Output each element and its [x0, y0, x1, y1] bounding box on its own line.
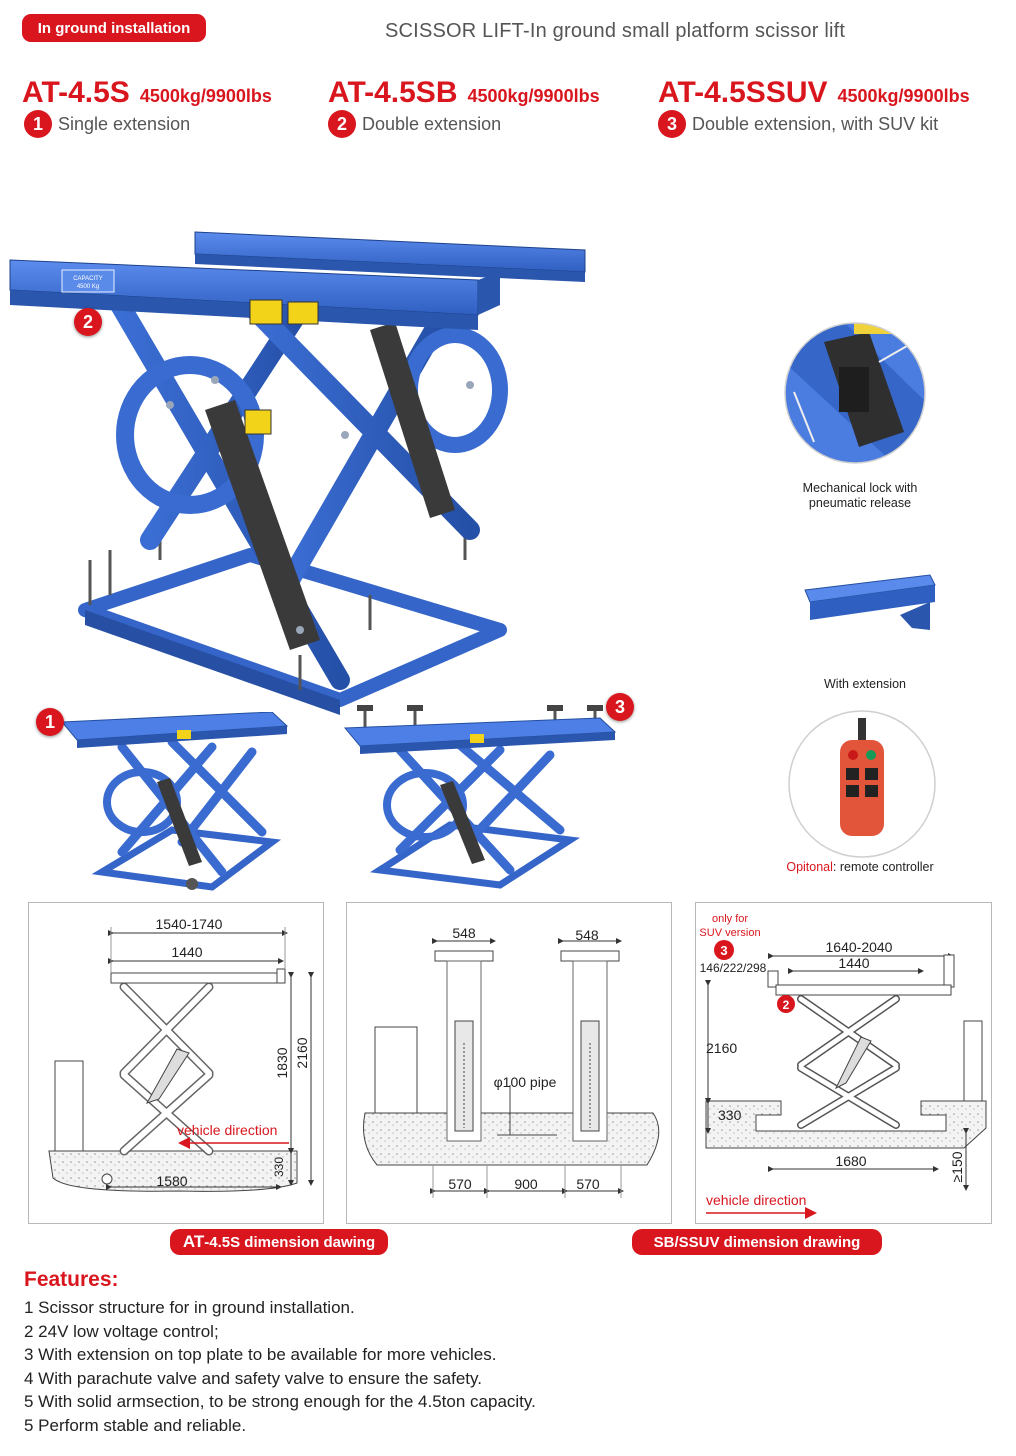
installation-badge: In ground installation	[22, 14, 206, 42]
dim-pit-330: 330	[272, 1157, 286, 1177]
marker-2-main: 2	[74, 308, 102, 336]
remote-caption: Opitonal: remote controller	[786, 860, 934, 874]
marker-badge: 1	[24, 110, 52, 138]
dim-adapter-heights: 146/222/298	[700, 961, 767, 975]
warning-label-icon	[244, 409, 272, 435]
warning-label-icon	[287, 301, 319, 325]
model-description: Single extension	[58, 113, 191, 134]
marker-badge: 3	[658, 110, 686, 138]
vehicle-direction-label: vehicle direction	[177, 1122, 277, 1138]
features-list: 1 Scissor structure for in ground instal…	[24, 1296, 536, 1438]
drawing-s-side-view: 1540-1740 1440 1830 2160 330 1580 vehicl…	[28, 902, 324, 1224]
marker-3-drawing: 3	[720, 943, 727, 958]
capacity-plate-label: CAPACITY	[73, 276, 103, 282]
feature-item: 5 With solid armsection, to be strong en…	[24, 1392, 536, 1412]
feature-item: 2 24V low voltage control;	[24, 1321, 219, 1341]
remote-controller-illustration	[788, 710, 936, 858]
model-name: AT-4.5S	[22, 76, 130, 109]
dim-570-left: 570	[448, 1176, 472, 1192]
model-capacity: 4500kg/9900lbs	[467, 86, 600, 106]
dim-height-2160: 2160	[294, 1037, 310, 1068]
feature-item: 1 Scissor structure for in ground instal…	[24, 1298, 355, 1317]
marker-2-drawing: 2	[783, 998, 790, 1012]
dim-total-1640-2040: 1640-2040	[826, 939, 893, 955]
dim-height-2160: 2160	[706, 1040, 737, 1056]
vehicle-direction-label: vehicle direction	[706, 1192, 806, 1208]
dim-right-548: 548	[575, 927, 599, 943]
pipe-label: φ100 pipe	[494, 1074, 557, 1090]
model-sb: AT-4.5SB 4500kg/9900lbs	[328, 76, 600, 110]
dim-base-1680: 1680	[835, 1153, 866, 1169]
lift-single-extension-illustration	[62, 712, 289, 891]
drawing-sb-ssuv-side-view: only for SUV version 3 146/222/298 1640-…	[695, 902, 992, 1224]
warning-label-icon	[177, 730, 191, 739]
page-title: SCISSOR LIFT-In ground small platform sc…	[385, 20, 846, 42]
model-capacity: 4500kg/9900lbs	[837, 86, 970, 106]
marker-badge: 2	[328, 110, 356, 138]
main-lift-illustration: CAPACITY 4500 Kg	[9, 231, 586, 715]
dim-570-right: 570	[576, 1176, 600, 1192]
dim-pit-330: 330	[718, 1107, 742, 1123]
model-name: AT-4.5SSUV	[658, 76, 828, 109]
features-heading: Features:	[24, 1268, 119, 1291]
mechanical-lock-closeup	[784, 322, 926, 464]
marker-1: 1	[36, 708, 64, 736]
dim-total-length: 1540-1740	[156, 916, 223, 932]
lock-caption: Mechanical lock with pneumatic release	[802, 481, 918, 510]
model-sb-desc: 2 Double extension	[328, 110, 501, 138]
feature-item: 3 With extension on top plate to be avai…	[24, 1345, 497, 1365]
lift-suv-kit-illustration	[343, 705, 617, 889]
dim-base-1580: 1580	[156, 1173, 187, 1189]
drawing-sb-label: SB/SSUV dimension drawing	[632, 1229, 882, 1255]
dim-900: 900	[514, 1176, 538, 1192]
marker-3: 3	[606, 693, 634, 721]
model-s-desc: 1 Single extension	[24, 110, 190, 138]
model-name: AT-4.5SB	[328, 76, 458, 109]
dim-height-1830: 1830	[274, 1047, 290, 1078]
suv-note-line-1: only for	[712, 913, 748, 925]
extension-caption: With extension	[824, 677, 906, 691]
capacity-plate-value: 4500 Kg	[77, 284, 99, 290]
suv-note-line-2: SUV version	[699, 927, 760, 939]
drawing-s-label: AT-4.5S dimension dawing	[170, 1229, 388, 1255]
model-capacity: 4500kg/9900lbs	[139, 86, 272, 106]
feature-item: 5 Perform stable and reliable.	[24, 1415, 247, 1435]
dim-platform-1440: 1440	[838, 955, 869, 971]
warning-label-icon	[249, 299, 283, 325]
model-description: Double extension	[362, 113, 502, 134]
drawing-front-view: 548 548 φ100 pipe 570 900 570	[346, 902, 672, 1224]
model-ssuv: AT-4.5SSUV 4500kg/9900lbs	[658, 76, 970, 110]
warning-label-icon	[470, 734, 484, 743]
extension-illustration	[804, 574, 936, 630]
model-s: AT-4.5S 4500kg/9900lbs	[22, 76, 272, 110]
dim-depth-150: ≥150	[949, 1151, 965, 1182]
model-description: Double extension, with SUV kit	[692, 113, 939, 134]
model-ssuv-desc: 3 Double extension, with SUV kit	[658, 110, 938, 138]
dim-left-548: 548	[452, 925, 476, 941]
dim-platform-length: 1440	[171, 944, 202, 960]
feature-item: 4 With parachute valve and safety valve …	[24, 1368, 482, 1388]
